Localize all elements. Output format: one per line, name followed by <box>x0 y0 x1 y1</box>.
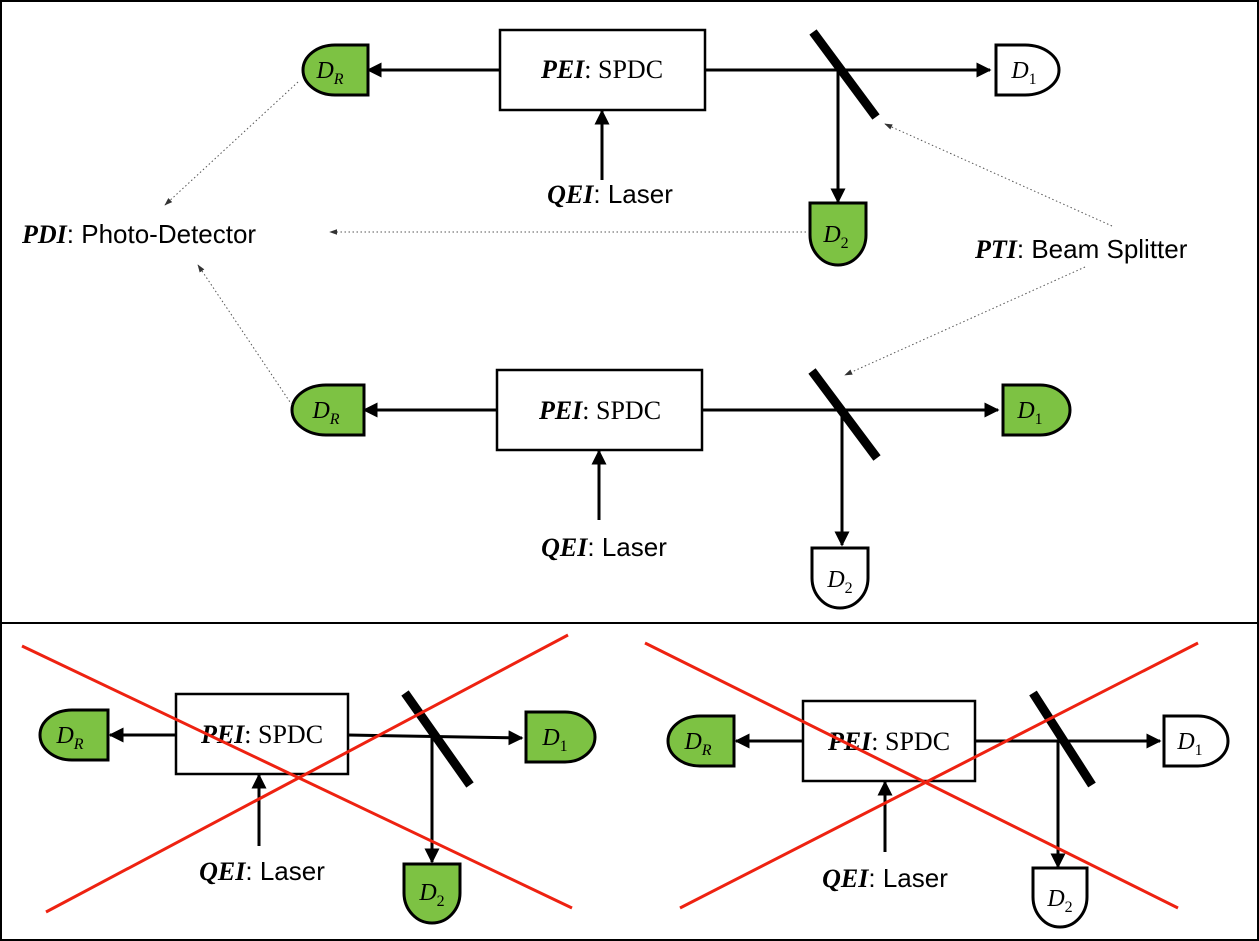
detector-d2 <box>810 546 870 610</box>
detector-d1-label: D1 <box>1016 398 1042 428</box>
pei-label: PEI: SPDC <box>540 55 663 84</box>
detector-d1-label: D1 <box>541 725 567 755</box>
qei-label: QEI: Laser <box>541 532 667 562</box>
detector-d1-label: D1 <box>1176 729 1202 759</box>
detector-d2 <box>402 862 462 925</box>
beam-splitter <box>401 690 474 788</box>
detector-d1 <box>1001 383 1072 437</box>
pti-pointer-mid <box>844 266 1086 376</box>
setup-2: PEI: SPDC QEI: Laser DR D1 D2 <box>290 368 1072 610</box>
qei-label: QEI: Laser <box>822 863 948 893</box>
beam-splitter <box>808 368 881 461</box>
setup-3: PEI: SPDC QEI: Laser DR D1 D2 <box>21 633 597 925</box>
pti-label: PTI: Beam Splitter <box>974 234 1188 264</box>
pei-box <box>495 368 704 452</box>
detector-d2-label: D2 <box>826 567 852 597</box>
setup-1: PEI: SPDC QEI: Laser DR D1 D2 <box>301 28 1061 267</box>
detector-d1 <box>994 43 1061 97</box>
detector-dr-label: DR <box>55 723 83 753</box>
detector-d2-label: D2 <box>822 222 848 252</box>
pdi-pointer-dr-top <box>164 81 299 206</box>
pei-label: PEI: SPDC <box>200 720 323 749</box>
detector-dr <box>666 714 736 768</box>
cross-line-down <box>21 644 573 910</box>
cross-line-down <box>644 641 1179 910</box>
pti-pointer-top <box>884 123 1113 227</box>
pei-label: PEI: SPDC <box>538 396 661 425</box>
pdi-label: PDI: Photo-Detector <box>21 219 256 249</box>
qei-label: QEI: Laser <box>199 856 325 886</box>
detector-dr <box>290 383 366 437</box>
beam-splitter <box>809 29 880 120</box>
detector-dr-label: DR <box>311 398 339 428</box>
pdi-pointer-dr-mid <box>197 264 293 406</box>
pei-label: PEI: SPDC <box>827 727 950 756</box>
cross-line-up <box>679 641 1199 910</box>
detector-d2-label: D2 <box>418 880 444 910</box>
setup-4: PEI: SPDC QEI: Laser DR D1 D2 <box>644 641 1230 929</box>
detector-d1 <box>1162 714 1230 768</box>
qei-label: QEI: Laser <box>547 179 673 209</box>
detector-dr <box>38 708 110 762</box>
detector-d1-label: D1 <box>1010 58 1036 88</box>
detector-dr-label: DR <box>683 729 711 759</box>
detector-dr <box>301 43 370 97</box>
detector-d2 <box>808 201 868 267</box>
cross-line-up <box>45 633 569 914</box>
detector-d1 <box>524 710 597 764</box>
detector-d2 <box>1031 866 1089 929</box>
detector-d2-label: D2 <box>1046 886 1072 916</box>
beam-splitter <box>1029 690 1096 788</box>
detector-dr-label: DR <box>315 58 343 88</box>
